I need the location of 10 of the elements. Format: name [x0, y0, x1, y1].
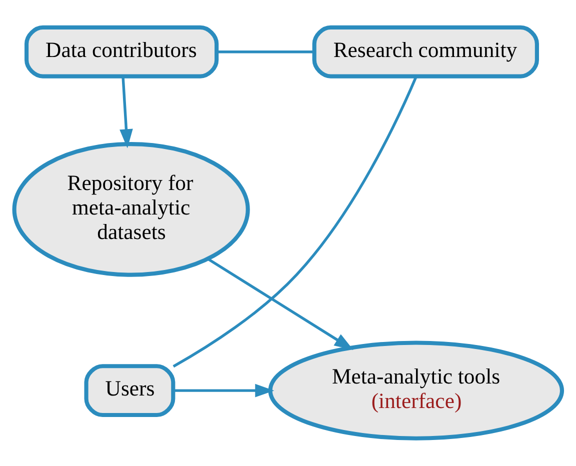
arrow	[207, 258, 354, 350]
node-box: Research community	[312, 25, 539, 78]
arrow	[120, 76, 133, 148]
connector	[217, 50, 314, 54]
node-ellipse: Meta-analytic tools (interface)	[268, 340, 564, 440]
node-box: Data contributors	[24, 25, 219, 78]
node-box: Users	[84, 364, 176, 418]
arrow	[173, 384, 274, 398]
connector	[172, 76, 418, 368]
node-ellipse: Repository for meta-analytic datasets	[12, 142, 250, 277]
